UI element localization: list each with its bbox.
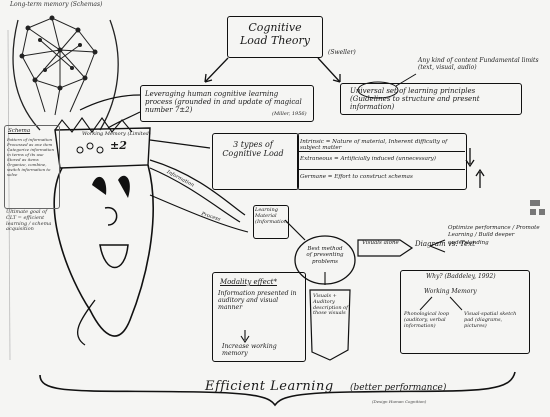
- load-germane: Germane = Effort to construct schemas: [300, 174, 413, 180]
- long-term-memory-label: Long-term memory (Schemas): [10, 1, 103, 8]
- smile: [99, 244, 129, 268]
- arm: [76, 299, 96, 346]
- title-box: [227, 16, 323, 58]
- visuals-auditory: Visuals + Auditory description of those …: [313, 293, 349, 317]
- modality-body: Information presented in auditory and vi…: [218, 290, 297, 312]
- title-author: (Sweller): [328, 49, 356, 56]
- types-heading: 3 types of Cognitive Load: [222, 140, 284, 159]
- schema-item: Pattern of information: [7, 137, 53, 142]
- working-memory-small: Working Memory: [424, 288, 477, 295]
- leverage-arrow: [79, 94, 141, 111]
- schema-item: Categorize information in terms of its u…: [7, 147, 55, 157]
- character-body: [53, 164, 154, 337]
- diagram-vs-text: Diagram vs. Text: [415, 240, 475, 248]
- bottom-note: (Design Human Cognition): [372, 399, 427, 404]
- working-memory-label: Working Memory (Limited): [82, 131, 151, 137]
- schema-note-title: Schema: [8, 128, 31, 134]
- learning-material-box: [253, 205, 289, 239]
- process-arrow-path: [149, 194, 249, 233]
- leveraging-box: [140, 85, 314, 122]
- ultimate-goal: Ultimate goal of CLT = efficient learnin…: [6, 209, 52, 233]
- types-heading-box: [212, 133, 299, 190]
- right-eye: [118, 175, 130, 198]
- phonological-loop: Phonological loop (auditory, verbal info…: [404, 311, 450, 329]
- efficient-learning: Efficient Learning: [205, 379, 334, 394]
- visuals-alone: Visuals alone: [362, 240, 399, 246]
- neural-network-drawing: [21, 17, 96, 116]
- head-outline: [12, 19, 119, 131]
- title-arrow-left: [204, 57, 229, 83]
- learning-material: Learning Material (Information): [255, 207, 289, 225]
- schema-item: Stored as items: [7, 157, 39, 162]
- load-extraneous: Extraneous = Artificially induced (unnec…: [300, 156, 436, 162]
- universal-box: [340, 83, 522, 115]
- visuals-auditory-shape: [309, 289, 351, 361]
- types-connector: [149, 139, 211, 149]
- modality-title: Modality effect*: [220, 278, 277, 286]
- bottom-brace: [39, 371, 516, 407]
- load-table: [297, 133, 467, 190]
- left-eye: [92, 176, 107, 195]
- load-table-divider-1: [297, 151, 465, 152]
- leveraging-text: Leveraging human cognitive learning proc…: [145, 90, 302, 115]
- page-title: Cognitive Load Theory: [239, 21, 311, 47]
- visuospatial-pad: Visual-spatial sketch pad (diagrams, pic…: [464, 311, 517, 329]
- working-memory-capacity: ±2: [110, 139, 127, 152]
- load-intrinsic: Intrinsic = Nature of material, Inherent…: [300, 139, 448, 152]
- nose: [104, 207, 118, 226]
- optimize-list: Optimize performance / Promote Learning …: [448, 225, 540, 246]
- why-box: [400, 270, 530, 354]
- modality-box: [212, 272, 306, 362]
- corner-logo: [530, 200, 545, 215]
- schema-note-box: [4, 125, 60, 209]
- content-note: Any kind of content Fundamental limits (…: [418, 57, 539, 71]
- increase-working-memory: Increase working memory: [222, 343, 277, 358]
- title-arrow-right: [317, 57, 341, 83]
- why-title: Why? (Baddeley, 1992): [426, 273, 496, 280]
- schema-item: Processed as one item: [7, 142, 53, 147]
- better-performance: (better performance): [350, 383, 447, 393]
- schema-note-list: Pattern of information Processed as one …: [7, 137, 57, 177]
- schema-item: Organize, combine, switch information to…: [7, 162, 51, 177]
- universal-text: Universal set of learning principles (Gu…: [350, 87, 480, 112]
- load-table-divider-2: [297, 169, 465, 170]
- neural-nodes: [19, 15, 98, 91]
- miller-citation: (Miller, 1956): [272, 111, 307, 117]
- visuals-alone-arrow: [357, 239, 414, 257]
- information-arrow-path: [149, 159, 246, 216]
- best-method: Best method of presenting problems: [306, 246, 344, 265]
